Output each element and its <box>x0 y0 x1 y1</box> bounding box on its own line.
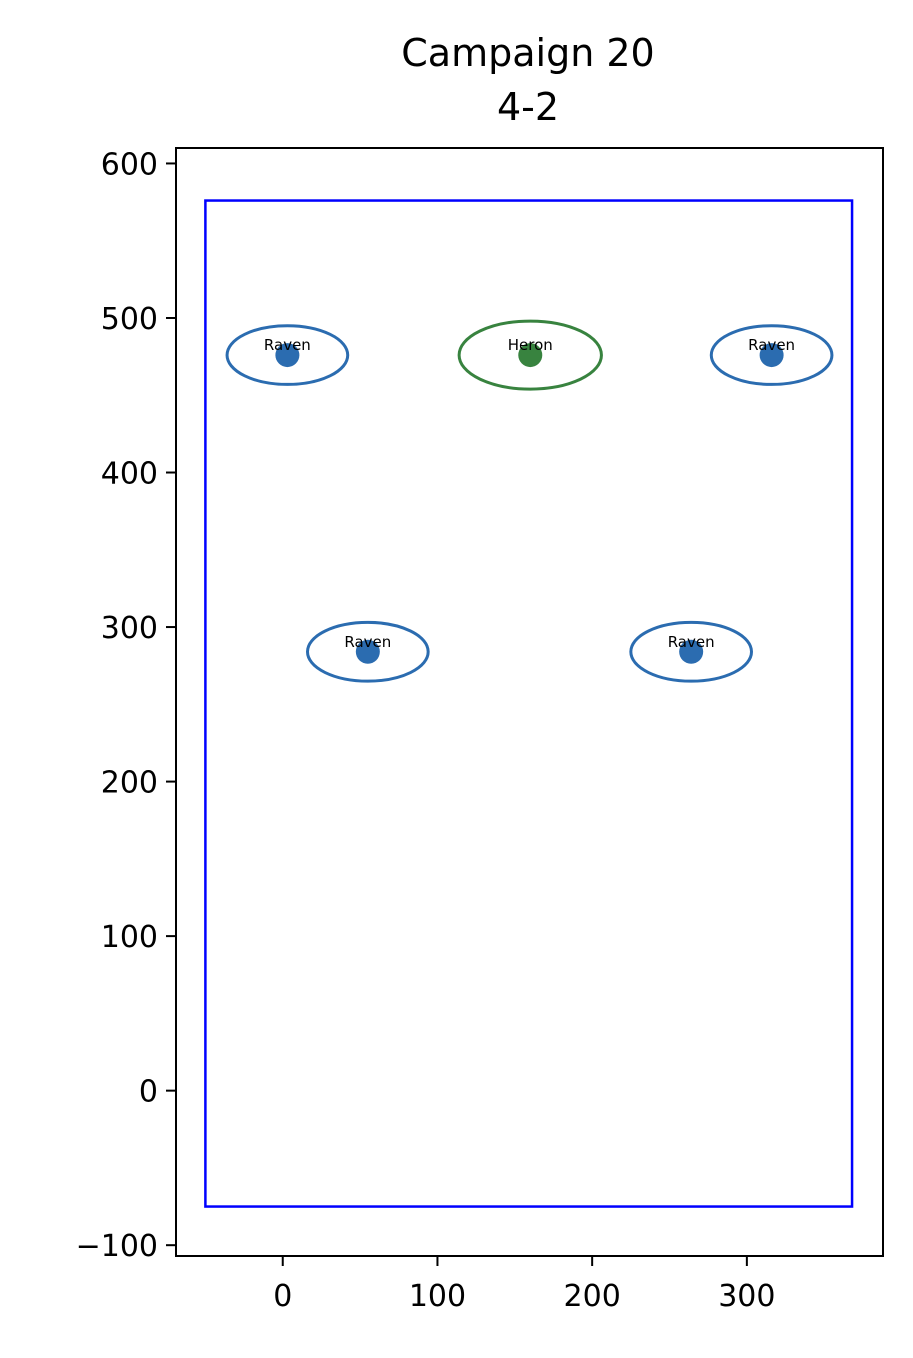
y-tick-label: 200 <box>101 766 158 801</box>
point-label: Raven <box>748 336 795 354</box>
boundary-layer <box>204 199 854 1208</box>
range-ellipse <box>305 620 430 683</box>
y-tick-label: 500 <box>101 302 158 337</box>
plot-area-frame <box>175 147 884 1257</box>
range-ellipse <box>457 319 603 391</box>
x-tick-label: 300 <box>718 1279 775 1314</box>
y-tick-label: 600 <box>101 147 158 182</box>
data-point <box>679 639 704 664</box>
range-ellipse <box>709 324 834 386</box>
x-axis: 0 100 200 300 <box>273 1256 775 1314</box>
point-label: Raven <box>668 633 715 651</box>
point-label: Raven <box>344 633 391 651</box>
data-point <box>275 343 300 368</box>
y-tick-label: 0 <box>139 1075 158 1110</box>
y-tick-label: 100 <box>101 920 158 955</box>
point-label: Heron <box>508 336 553 354</box>
range-ellipse <box>629 620 754 683</box>
boundary-rectangle <box>204 199 854 1208</box>
x-tick-label: 0 <box>273 1279 292 1314</box>
y-tick-label: 300 <box>101 611 158 646</box>
y-tick-label: −100 <box>76 1229 158 1264</box>
data-point <box>759 343 784 368</box>
chart-subtitle: 4-2 <box>497 85 559 129</box>
x-tick-label: 100 <box>409 1279 466 1314</box>
x-tick-label: 200 <box>564 1279 621 1314</box>
range-ellipse <box>225 324 350 386</box>
data-point <box>518 343 543 368</box>
y-axis: −100 0 100 200 300 400 500 600 <box>76 147 176 1264</box>
y-tick-label: 400 <box>101 457 158 492</box>
data-point <box>355 639 380 664</box>
point-label: Raven <box>264 336 311 354</box>
chart-title: Campaign 20 <box>401 31 654 75</box>
